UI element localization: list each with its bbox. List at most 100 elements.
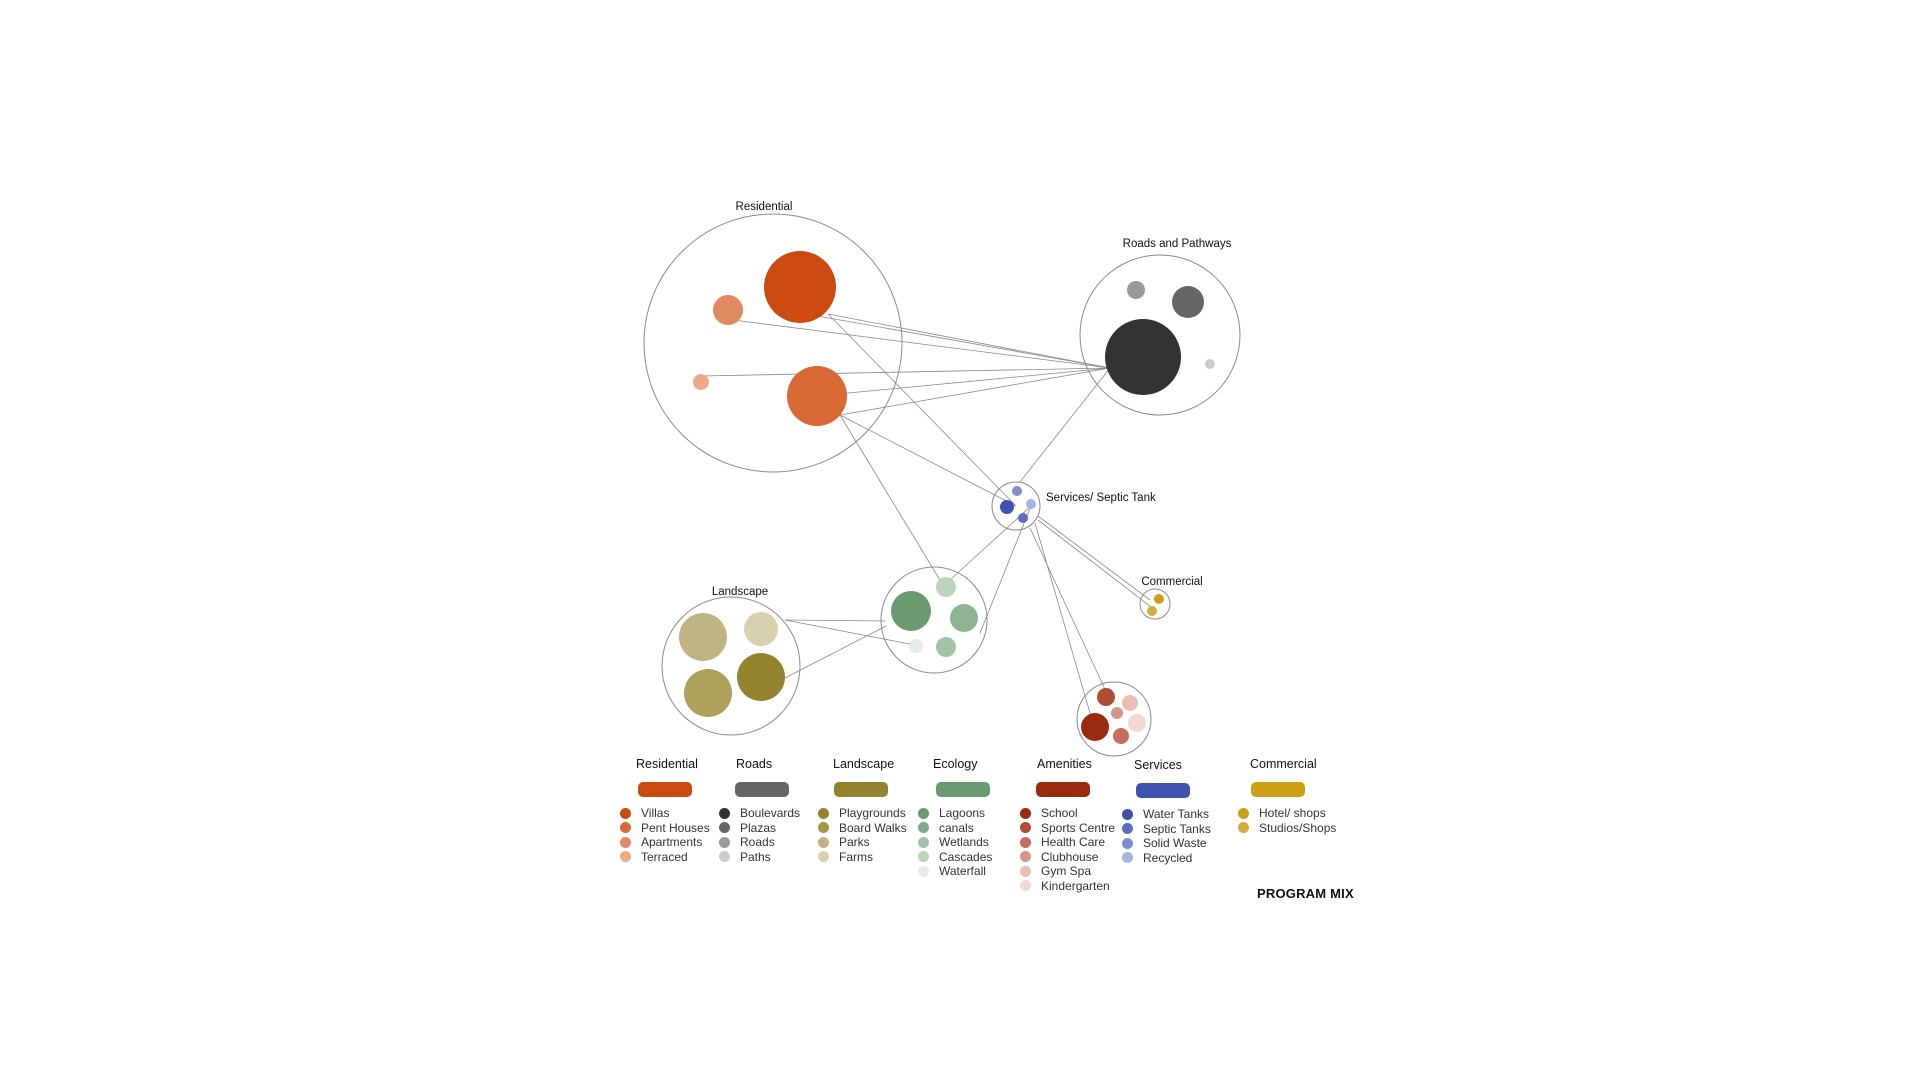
legend-swatch <box>1020 865 1031 877</box>
legend-item-label: Villas <box>641 806 670 821</box>
legend-item: Waterfall <box>918 864 992 879</box>
program-bubble <box>1128 714 1146 732</box>
connection-line <box>839 367 1111 416</box>
cluster-label: Residential <box>736 201 793 213</box>
connection-line <box>979 505 1032 634</box>
legend-item-label: Sports Centre <box>1041 820 1116 835</box>
cluster-outline <box>880 566 988 674</box>
program-bubble <box>909 639 923 653</box>
program-bubble <box>744 612 778 646</box>
program-bubble <box>1111 707 1123 719</box>
legend-item-label: Farms <box>839 849 873 864</box>
legend-item: Wetlands <box>918 835 992 850</box>
legend-item: Board Walks <box>818 821 907 836</box>
cluster-services: Services/ Septic Tank <box>991 481 1156 531</box>
legend-item-label: Solid Waste <box>1143 836 1207 851</box>
program-bubble <box>936 637 956 657</box>
legend-item: Water Tanks <box>1122 807 1211 822</box>
program-bubble <box>1205 359 1215 369</box>
program-bubble <box>693 374 709 390</box>
cluster-label: Roads and Pathways <box>1123 238 1232 250</box>
legend-item: Sports Centre <box>1020 821 1115 836</box>
legend-swatch <box>1020 822 1031 834</box>
legend-item: Lagoons <box>918 806 992 821</box>
connection-line <box>1037 519 1156 611</box>
cluster-outline <box>1139 588 1171 620</box>
legend-swatch <box>1020 880 1031 892</box>
connection-line <box>949 505 1032 581</box>
connection-line <box>1019 367 1111 483</box>
legend-item: Parks <box>818 835 907 850</box>
connection-line <box>816 367 1111 397</box>
legend-swatch <box>1122 823 1133 835</box>
legend-color-bar <box>1136 783 1190 798</box>
legend-swatch <box>620 851 631 863</box>
connection-line <box>732 319 1111 369</box>
legend-swatch <box>918 865 929 877</box>
legend-item-label: Wetlands <box>939 835 989 850</box>
connection-line <box>701 367 1111 377</box>
legend-item: Apartments <box>620 835 710 850</box>
legend-swatch <box>918 822 929 834</box>
legend-item: Pent Houses <box>620 821 710 836</box>
program-bubble <box>1154 594 1164 604</box>
legend-item: Recycled <box>1122 851 1211 866</box>
legend-swatch <box>719 851 730 863</box>
cluster-outline <box>991 481 1041 531</box>
program-bubble <box>950 604 978 632</box>
legend-swatch <box>1020 807 1031 819</box>
cluster-label: Landscape <box>712 586 768 598</box>
legend-swatch <box>918 807 929 819</box>
connection-line <box>1037 515 1151 601</box>
legend-item-label: Recycled <box>1143 850 1193 865</box>
program-bubble <box>713 295 743 325</box>
legend-item-label: Hotel/ shops <box>1259 806 1326 821</box>
program-bubble <box>679 613 727 661</box>
legend-item-label: Paths <box>740 849 771 864</box>
connection-line <box>827 313 1111 369</box>
legend-item: School <box>1020 806 1115 821</box>
legend-item-label: Plazas <box>740 820 777 835</box>
legend-color-bar <box>638 782 692 797</box>
legend-item-label: Parks <box>839 835 870 850</box>
program-bubble <box>1081 713 1109 741</box>
legend-title: Landscape <box>833 757 895 771</box>
cluster-residential: Residential <box>643 201 903 473</box>
legend-swatch <box>818 836 829 848</box>
connection-line <box>784 619 886 622</box>
legend-item: canals <box>918 821 992 836</box>
legend-color-bar <box>936 782 990 797</box>
legend-title: Services <box>1134 758 1182 772</box>
legend-item: Boulevards <box>719 806 800 821</box>
legend-item-label: Health Care <box>1041 835 1106 850</box>
program-bubble <box>1097 688 1115 706</box>
legend-item-label: Board Walks <box>839 820 907 835</box>
cluster-roads: Roads and Pathways <box>1079 238 1241 416</box>
connection-line <box>1029 527 1111 701</box>
cluster-label: Services/ Septic Tank <box>1046 492 1156 504</box>
legend-item: Playgrounds <box>818 806 907 821</box>
legend-swatch <box>1122 852 1133 864</box>
legend-item-label: Playgrounds <box>839 806 906 821</box>
program-bubble <box>891 591 931 631</box>
cluster-landscape: Landscape <box>661 586 801 736</box>
connection-line <box>784 625 887 679</box>
legend-item-label: Gym Spa <box>1041 864 1092 879</box>
cluster-outline <box>643 213 903 473</box>
legend-swatch <box>620 822 631 834</box>
connection-line <box>827 313 1017 507</box>
legend-title: Commercial <box>1250 757 1317 771</box>
program-bubble <box>1113 728 1129 744</box>
legend-item-label: Roads <box>740 835 775 850</box>
